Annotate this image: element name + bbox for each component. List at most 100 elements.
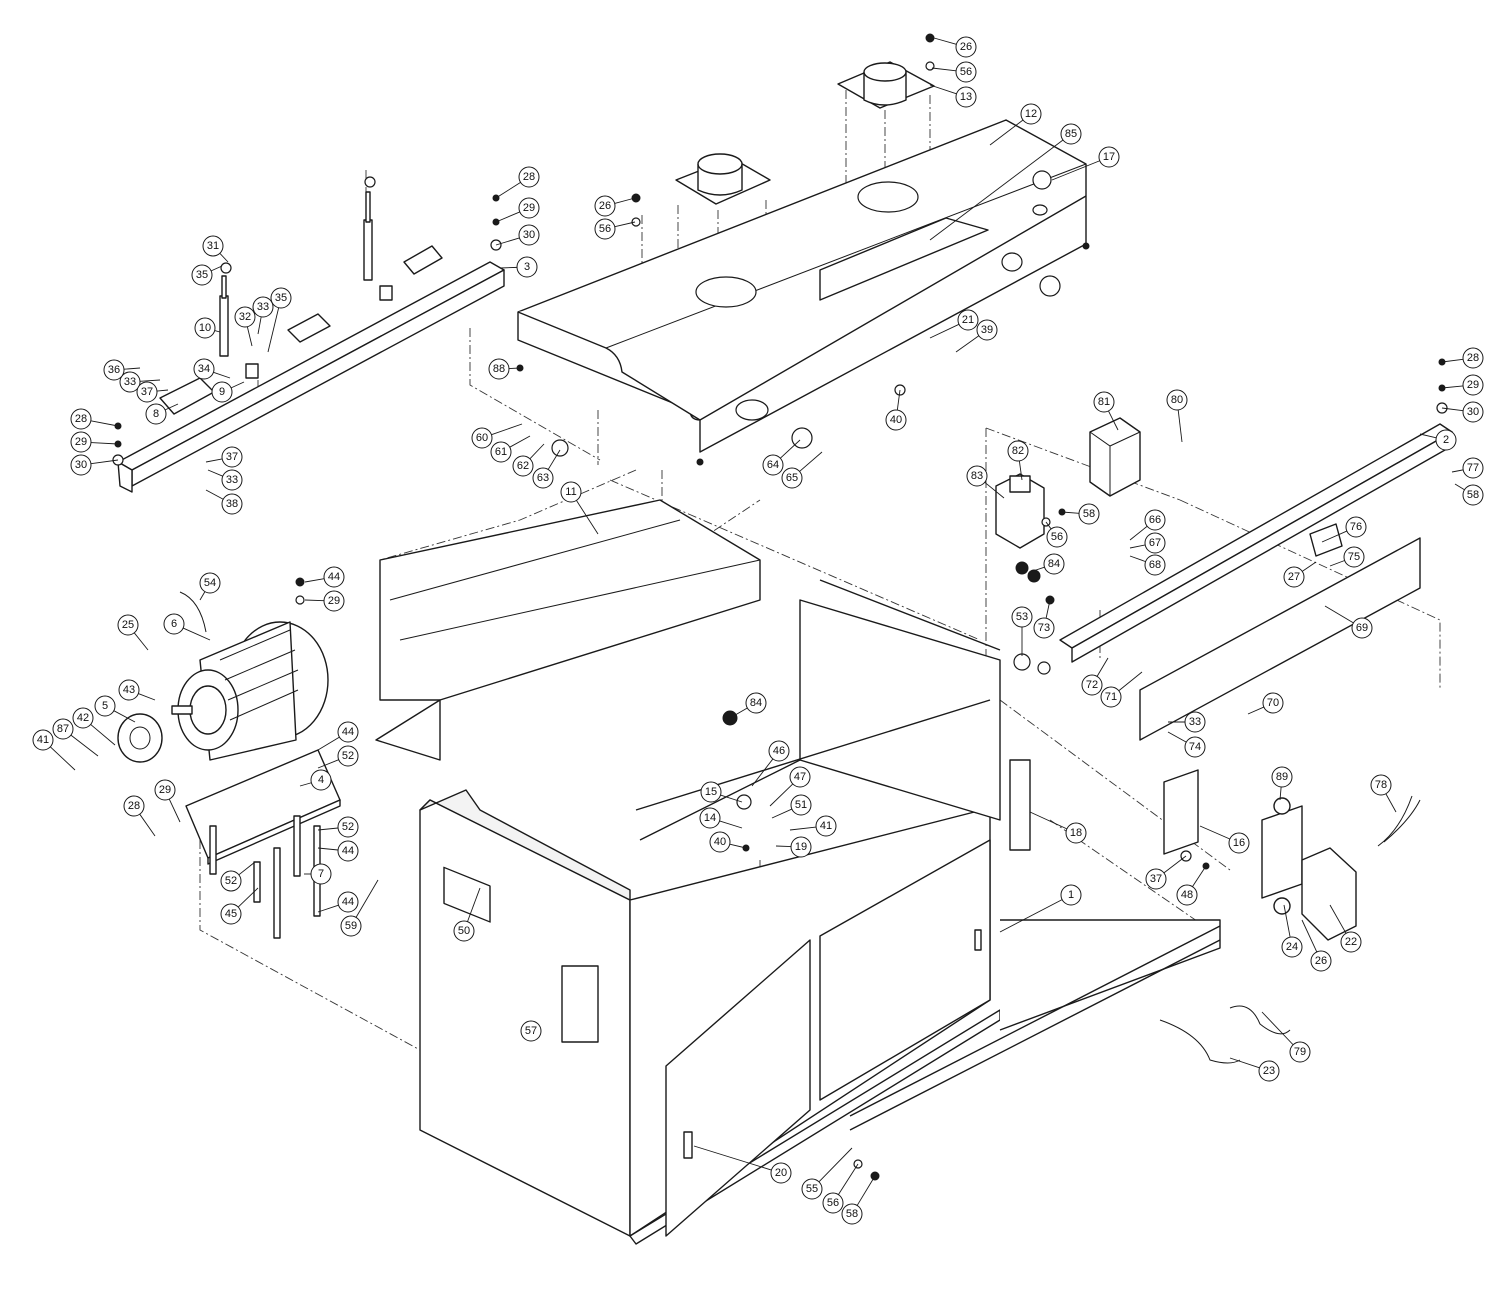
callout-58: 58 — [1061, 503, 1100, 525]
callout-18: 18 — [1029, 811, 1087, 844]
callout-6: 6 — [163, 613, 211, 641]
callout-leader — [789, 826, 817, 831]
callout-balloon — [270, 287, 292, 309]
callout-35: 35 — [267, 287, 292, 353]
callout-64: 64 — [762, 439, 801, 476]
callout-leader — [989, 119, 1024, 146]
callout-number: 29 — [75, 436, 87, 448]
callout-leader — [799, 451, 823, 472]
callout-balloon — [1046, 526, 1068, 548]
callout-leader — [1441, 385, 1464, 389]
callout-leader — [299, 782, 312, 787]
callout-89: 89 — [1271, 766, 1293, 801]
callout-leader — [929, 323, 960, 339]
callout-78: 78 — [1370, 774, 1397, 813]
left-rail — [117, 176, 505, 493]
callout-balloon — [1283, 566, 1305, 588]
callout-62: 62 — [512, 443, 545, 477]
callout-33: 33 — [252, 296, 274, 335]
callout-number: 10 — [199, 322, 211, 334]
callout-number: 27 — [1288, 571, 1300, 583]
callout-number: 58 — [1467, 489, 1479, 501]
callout-number: 29 — [159, 784, 171, 796]
callout-number: 30 — [1467, 406, 1479, 418]
callout-balloon — [789, 766, 811, 788]
callout-leader — [1199, 825, 1231, 840]
callout-balloon — [119, 371, 141, 393]
callout-56: 56 — [822, 1163, 859, 1214]
callout-balloon — [955, 61, 977, 83]
callout-number: 64 — [767, 459, 779, 471]
callout-44: 44 — [304, 566, 345, 588]
callout-30: 30 — [70, 454, 119, 476]
callout-23: 23 — [1229, 1057, 1280, 1082]
callout-14: 14 — [699, 807, 743, 829]
hood-cover — [517, 119, 1090, 466]
callout-balloon — [966, 465, 988, 487]
callout-leader — [614, 221, 636, 228]
callout-number: 56 — [960, 66, 972, 78]
callout-balloon — [252, 296, 274, 318]
callout-leader — [984, 481, 1005, 499]
callout-24: 24 — [1281, 904, 1303, 958]
callout-balloon — [1144, 532, 1166, 554]
callout-number: 42 — [77, 712, 89, 724]
callout-balloon — [1093, 391, 1115, 413]
callout-balloon — [70, 408, 92, 430]
callout-balloon — [220, 870, 242, 892]
callout-balloon — [1462, 401, 1484, 423]
callout-balloon — [94, 695, 116, 717]
callout-leader — [1029, 811, 1068, 830]
callout-leader — [1451, 469, 1464, 473]
callout-number: 28 — [128, 800, 140, 812]
callout-balloon — [337, 816, 359, 838]
callout-leader — [1261, 1011, 1294, 1046]
callout-leader — [1329, 904, 1347, 934]
callout-number: 28 — [523, 171, 535, 183]
callout-79: 79 — [1261, 1011, 1311, 1063]
callout-number: 43 — [123, 684, 135, 696]
callout-leader — [90, 442, 119, 445]
callout-leader — [213, 371, 231, 379]
callout-leader — [1129, 555, 1146, 563]
callout-leader — [1129, 544, 1146, 549]
callout-number: 15 — [705, 786, 717, 798]
callout-balloon — [781, 467, 803, 489]
callout-leader — [729, 707, 748, 719]
callout-number: 82 — [1012, 445, 1024, 457]
callout-number: 51 — [795, 799, 807, 811]
callout-leader — [509, 435, 531, 448]
callout-number: 58 — [1083, 508, 1095, 520]
callout-30: 30 — [495, 224, 540, 246]
callout-leader — [780, 439, 801, 459]
callout-number: 20 — [775, 1167, 787, 1179]
callout-3: 3 — [499, 256, 538, 278]
callout-43: 43 — [118, 679, 156, 701]
callout-balloon — [1289, 1041, 1311, 1063]
callout-number: 33 — [1189, 716, 1201, 728]
callout-number: 84 — [1048, 558, 1060, 570]
callout-56: 56 — [931, 61, 977, 83]
callout-52: 52 — [220, 861, 256, 892]
callout-leader — [1163, 855, 1187, 874]
callout-37: 37 — [1145, 855, 1187, 890]
callout-leader — [547, 449, 561, 470]
callout-leader — [113, 710, 136, 723]
callout-balloon — [490, 441, 512, 463]
callout-balloon — [1144, 509, 1166, 531]
callout-number: 9 — [219, 386, 225, 398]
callout-number: 39 — [981, 324, 993, 336]
callout-number: 31 — [207, 240, 219, 252]
callout-26: 26 — [594, 195, 636, 217]
callout-number: 88 — [493, 363, 505, 375]
callout-number: 5 — [102, 700, 108, 712]
callout-number: 52 — [342, 821, 354, 833]
callout-69: 69 — [1324, 605, 1373, 639]
callout-balloon — [1462, 484, 1484, 506]
callout-leader — [929, 84, 957, 95]
callout-balloon — [136, 381, 158, 403]
callout-number: 60 — [476, 432, 488, 444]
callout-61: 61 — [490, 435, 531, 463]
callout-balloon — [976, 319, 998, 341]
